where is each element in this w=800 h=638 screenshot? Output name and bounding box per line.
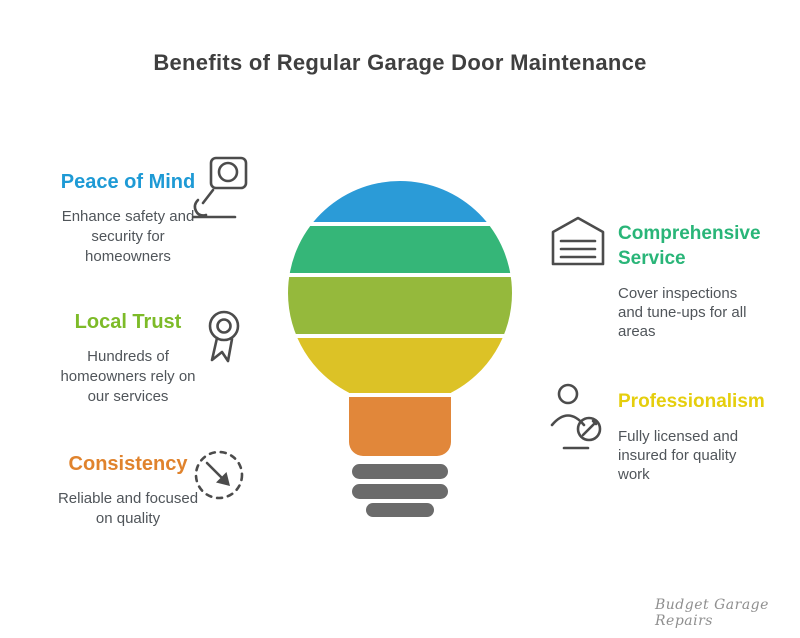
licensed-professional-icon (544, 380, 608, 452)
item-heading: Professionalism (618, 389, 796, 414)
body-line: Reliable and focused (57, 490, 199, 507)
body-line: Hundreds of (87, 348, 169, 365)
right-item-professionalism: Professionalism Fully licensed and insur… (618, 389, 796, 484)
bulb-stripe-yellow (288, 338, 512, 393)
bulb-thread (366, 503, 434, 517)
page-title: Benefits of Regular Garage Door Maintena… (153, 50, 647, 75)
body-line: homeowners (85, 248, 171, 265)
bulb-stripe-orange (288, 397, 512, 456)
body-line: insured for quality (618, 447, 737, 464)
lightbulb-graphic (250, 155, 550, 550)
item-heading: Peace of Mind (60, 171, 196, 193)
trust-badge-icon (196, 304, 252, 368)
body-line: our services (87, 388, 169, 405)
body-line: areas (618, 323, 656, 340)
hand-magnifier-icon (190, 154, 250, 222)
garage-door-icon (548, 212, 608, 272)
body-line: Cover inspections (618, 285, 738, 302)
item-body: Cover inspections and tune-ups for all a… (618, 284, 796, 341)
item-heading: Local Trust (74, 311, 182, 333)
left-item-local-trust: Local Trust Hundreds of homeowners rely … (46, 310, 210, 407)
watermark-signature: Budget Garage Repairs (655, 597, 769, 629)
bulb-stripe-green (288, 226, 512, 273)
item-body: Hundreds of homeowners rely on our servi… (46, 347, 210, 407)
body-line: on quality (95, 510, 161, 527)
left-item-peace-of-mind: Peace of Mind Enhance safety and securit… (46, 170, 210, 267)
sync-arrow-icon (190, 446, 248, 504)
body-line: work (618, 466, 650, 483)
bulb-stripe-blue (288, 181, 512, 222)
body-line: and tune-ups for all (618, 304, 747, 321)
heading-line: Professionalism (618, 391, 765, 412)
heading-line: Service (618, 248, 686, 269)
bulb-stripe-lime (288, 277, 512, 334)
heading-line: Comprehensive (618, 223, 761, 244)
body-line: homeowners rely on (60, 368, 196, 385)
item-body: Reliable and focused on quality (46, 489, 210, 529)
bulb-thread (352, 484, 448, 499)
item-body: Enhance safety and security for homeowne… (46, 207, 210, 267)
right-item-comprehensive-service: Comprehensive Service Cover inspections … (618, 221, 796, 341)
item-heading: Comprehensive Service (618, 221, 796, 271)
item-heading: Consistency (68, 453, 188, 475)
body-line: Enhance safety and (61, 208, 195, 225)
body-line: Fully licensed and (618, 428, 739, 445)
item-body: Fully licensed and insured for quality w… (618, 427, 796, 484)
bulb-thread (352, 464, 448, 479)
body-line: security for (91, 228, 165, 245)
left-item-consistency: Consistency Reliable and focused on qual… (46, 452, 210, 529)
